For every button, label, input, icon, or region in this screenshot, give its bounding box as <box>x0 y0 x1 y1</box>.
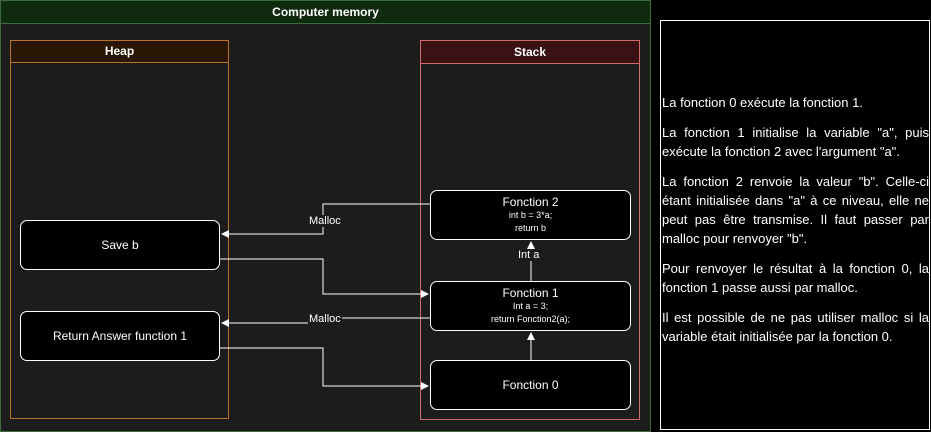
stack-container: Stack <box>420 40 640 420</box>
heap-container: Heap <box>10 40 229 419</box>
edge-label-malloc-1: Malloc <box>308 215 342 227</box>
node-label: Save b <box>101 238 139 252</box>
node-code-line: int b = 3*a; <box>508 210 553 220</box>
node-code-line: Int a = 3; <box>512 301 549 311</box>
heap-title: Heap <box>11 41 228 63</box>
node-code-line: return Fonction2(a); <box>490 314 571 324</box>
explanation-paragraph: La fonction 0 exécute la fonction 1. <box>662 95 863 110</box>
explanation-paragraph: La fonction 2 renvoie la valeur "b". Cel… <box>662 174 929 246</box>
stack-node-fonction-1[interactable]: Fonction 1 Int a = 3; return Fonction2(a… <box>430 281 631 331</box>
explanation-paragraph: Pour renvoyer le résultat à la fonction … <box>662 261 929 295</box>
explanation-paragraph: La fonction 1 initialise la variable "a"… <box>662 125 929 159</box>
edge-label-int-a: Int a <box>517 249 541 261</box>
node-title: Fonction 2 <box>502 195 559 209</box>
node-title: Fonction 1 <box>502 286 559 300</box>
heap-node-save-b[interactable]: Save b <box>20 220 220 270</box>
node-label: Return Answer function 1 <box>52 329 188 343</box>
node-title: Fonction 0 <box>502 378 559 392</box>
computer-memory-title: Computer memory <box>1 1 650 24</box>
explanation-paragraph: Il est possible de ne pas utiliser mallo… <box>662 310 929 344</box>
stack-node-fonction-0[interactable]: Fonction 0 <box>430 360 631 410</box>
edge-return-answer-to-fonction0 <box>220 347 429 390</box>
stack-title: Stack <box>421 41 639 64</box>
edge-label-malloc-2: Malloc <box>308 313 342 325</box>
node-code-line: return b <box>514 223 547 233</box>
edge-save-b-to-fonction1 <box>220 258 429 298</box>
heap-node-return-answer[interactable]: Return Answer function 1 <box>20 311 220 361</box>
explanation-panel: La fonction 0 exécute la fonction 1. La … <box>660 20 930 430</box>
stack-node-fonction-2[interactable]: Fonction 2 int b = 3*a; return b <box>430 190 631 240</box>
